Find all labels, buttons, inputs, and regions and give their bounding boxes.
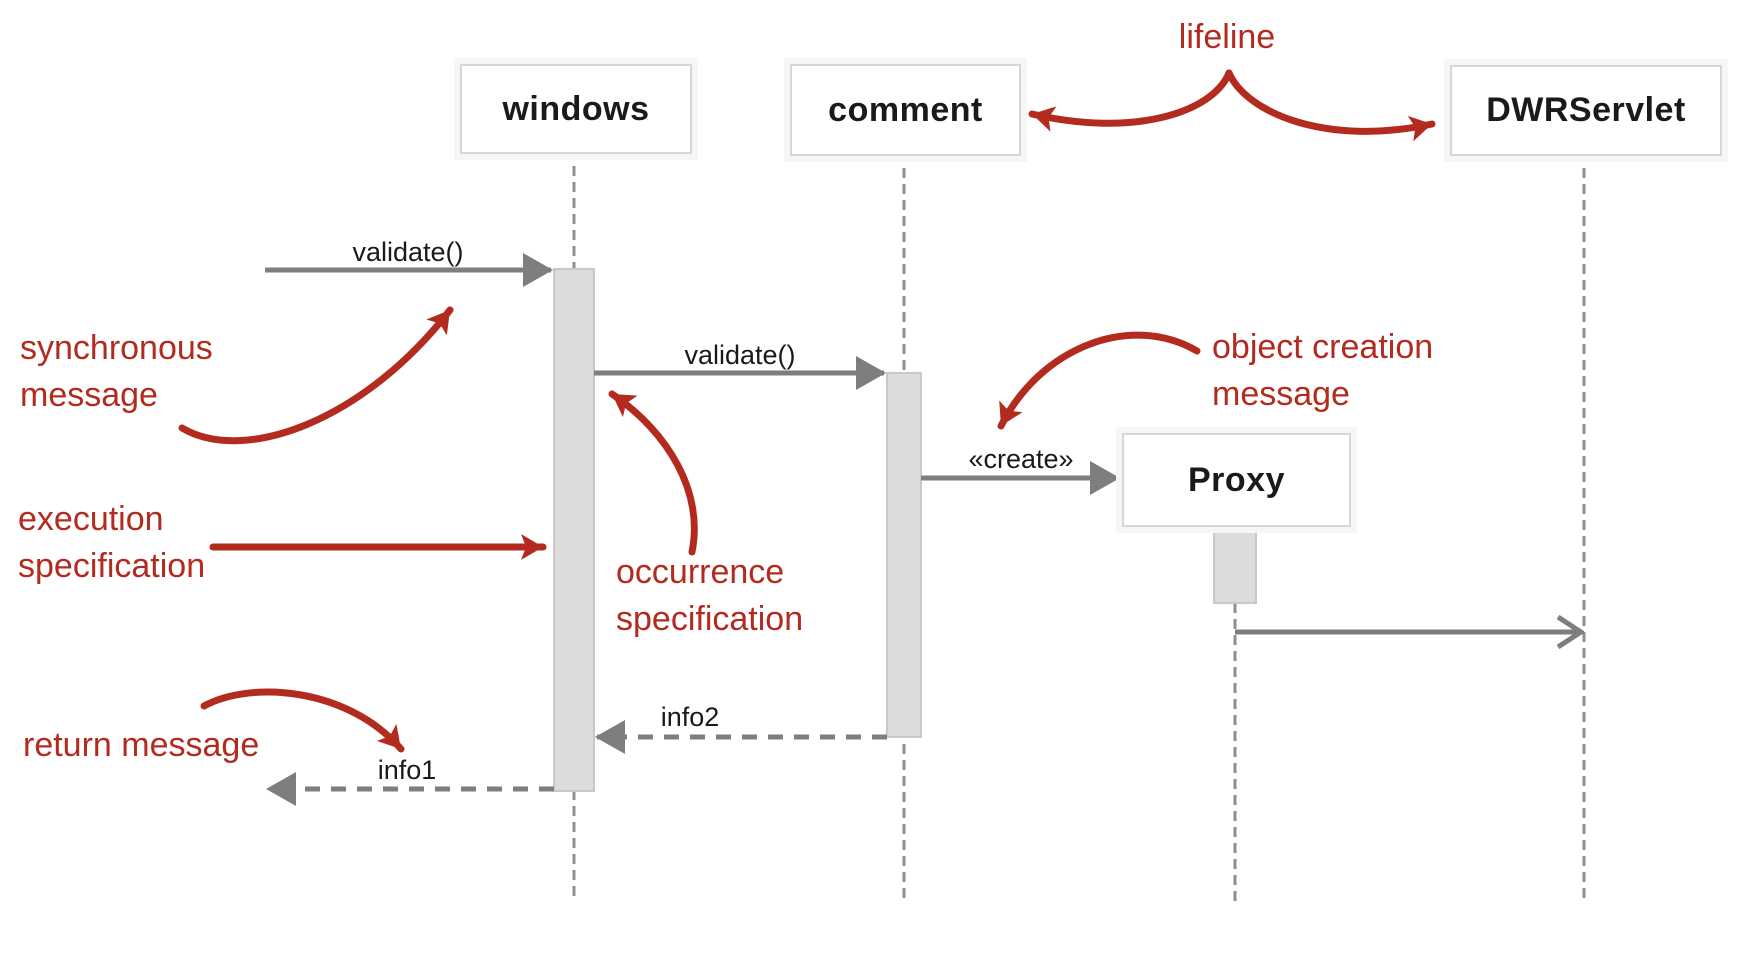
message-label-info2: info2 — [660, 702, 720, 732]
message-label-validate-1: validate() — [352, 237, 464, 267]
synchronous-message-annotation-arrow — [178, 306, 454, 445]
activation-comment — [886, 372, 922, 738]
occurrence-specification-annotation-arrow — [608, 390, 698, 556]
return-message-annotation-arrow — [200, 688, 405, 753]
participant-comment-label: comment — [828, 90, 983, 129]
annotation-lifeline: lifeline — [1178, 18, 1276, 56]
participant-proxy-label: Proxy — [1188, 460, 1285, 499]
annotation-synchronous-message: synchronous message — [20, 329, 213, 414]
participant-comment: comment — [790, 64, 1021, 156]
participant-proxy: Proxy — [1122, 433, 1351, 527]
participant-dwrservlet-label: DWRServlet — [1486, 91, 1686, 129]
annotation-execution-specification: execution specification — [18, 500, 206, 585]
annotation-occurrence-specification: occurrence specification — [616, 553, 804, 638]
participant-dwrservlet: DWRServlet — [1450, 65, 1722, 156]
participant-windows-label: windows — [502, 89, 650, 128]
participant-windows: windows — [460, 64, 692, 154]
object-creation-annotation-arrow — [997, 331, 1201, 430]
activation-proxy — [1213, 523, 1257, 604]
message-label-info1: info1 — [377, 755, 437, 785]
message-label-create: «create» — [968, 444, 1074, 474]
message-label-validate-2: validate() — [684, 340, 796, 370]
lifeline-annotation-arrow-right — [1225, 69, 1436, 142]
annotation-return-message: return message — [23, 726, 260, 764]
annotation-object-creation-message: object creation message — [1212, 328, 1434, 413]
lifeline-annotation-arrow-left — [1028, 69, 1233, 132]
activation-windows — [553, 268, 595, 792]
